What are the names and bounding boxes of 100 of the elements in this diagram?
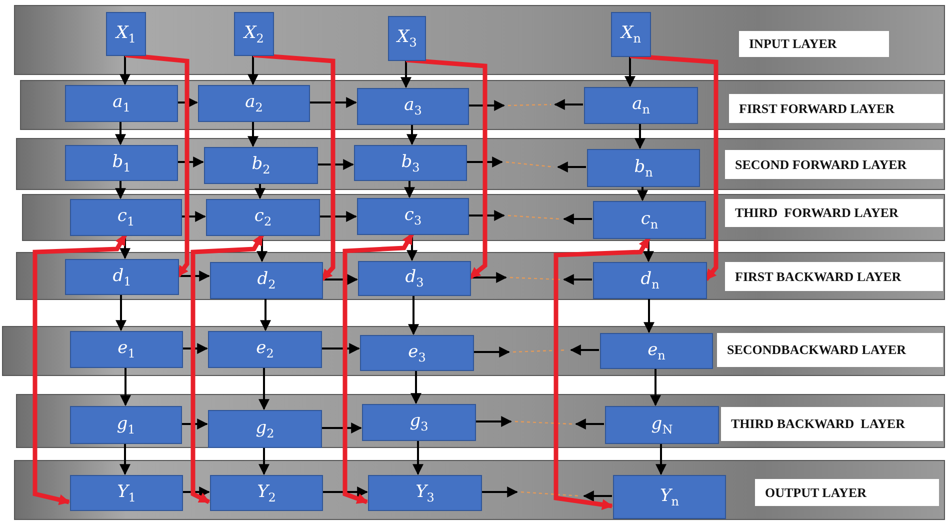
arrow [582,490,612,502]
arrow [406,234,418,262]
arrow [177,156,204,168]
arrow [260,298,271,332]
neuron-box: Y$_{n}$ [613,475,726,519]
arrow [258,447,270,476]
layer-band [20,80,945,130]
arrow [309,97,358,108]
neuron-box: X$_{n}$ [611,12,651,57]
arrow [178,270,210,282]
neuron-box: d$_{2}$ [210,262,323,299]
layer-band [22,194,945,241]
arrow [322,486,368,498]
layer-band [16,138,945,190]
arrow [116,294,126,332]
neuron-box: Y$_{1}$ [70,475,183,511]
arrow [120,443,130,476]
arrow [410,370,422,404]
neuron-box: g$_{2}$ [208,410,322,448]
arrow [408,295,419,336]
neuron-box: Y$_{2}$ [210,475,323,511]
neuron-box: d$_{n}$ [593,262,707,299]
neuron-box: e$_{1}$ [70,331,183,368]
arrow [120,235,130,260]
arrow [115,121,126,146]
layer-label: OUTPUT LAYER [755,479,939,506]
neuron-box: c$_{1}$ [70,199,182,236]
arrow [181,211,206,222]
arrow [406,58,488,280]
layer-band [2,326,945,376]
layer-label: SECONDBACKWARD LAYER [717,333,943,367]
arrow [248,121,258,148]
neuron-box: c$_{3}$ [357,198,469,235]
arrow [248,55,258,86]
arrow [643,238,654,262]
arrow [570,344,599,356]
neuron-box: a$_{3}$ [357,88,469,125]
arrow [258,367,270,410]
layer-band [16,394,945,448]
neuron-box: b$_{2}$ [204,147,318,184]
arrow [322,274,358,285]
arrow [468,210,506,221]
neuron-box: g$_{3}$ [362,404,476,441]
arrow [190,234,264,504]
arrow [644,298,654,334]
arrow [181,418,208,430]
neuron-box: X$_{1}$ [106,12,146,56]
neuron-box: e$_{n}$ [600,333,713,369]
arrow [319,211,358,222]
arrow [252,52,336,282]
neuron-box: b$_{1}$ [65,145,178,181]
arrow [637,186,648,202]
neuron-box: a$_{2}$ [198,85,310,122]
layer-label: FIRST BACKWARD LAYER [725,262,943,291]
neuron-box: e$_{3}$ [360,335,474,371]
layer-label: INPUT LAYER [739,31,889,57]
neuron-box: X$_{3}$ [388,16,426,61]
neuron-box: e$_{2}$ [208,331,322,368]
layer-band [14,460,945,520]
arrow [120,367,131,406]
layer-label: THIRD BACKWARD LAYER [721,407,943,441]
arrow [624,56,636,88]
layer-band [14,5,945,75]
neuron-box: Y$_{3}$ [368,475,482,511]
arrow [321,343,360,354]
arrow [650,368,661,406]
arrow [254,183,266,200]
arrow [562,214,592,224]
arrow [120,55,130,86]
arrow [473,346,510,358]
arrow [554,236,650,510]
arrow [481,486,518,498]
arrow [406,124,418,146]
arrow [317,159,354,170]
neuron-box: c$_{n}$ [593,201,706,239]
arrow [400,60,412,88]
neuron-box: b$_{3}$ [354,145,467,181]
arrow [115,180,126,200]
arrow [556,162,586,172]
arrow [342,232,414,504]
arrow [404,180,415,198]
arrow [562,274,592,285]
arrow [554,99,583,110]
arrow [656,443,666,476]
layer-label: THIRD FORWARD LAYER [725,199,943,227]
layer-label: FIRST FORWARD LAYER [729,94,943,123]
arrow [468,100,506,111]
neuron-box: c$_{2}$ [206,199,320,236]
arrow [466,156,504,168]
arrow [630,54,718,281]
arrow [321,422,362,434]
arrow [412,440,424,476]
arrow [470,272,508,283]
arrow [177,97,198,108]
arrow [574,418,604,430]
arrow [124,52,190,278]
arrow [256,235,268,262]
arrow [182,343,208,354]
arrow [475,416,512,427]
neuron-box: b$_{n}$ [587,149,700,187]
